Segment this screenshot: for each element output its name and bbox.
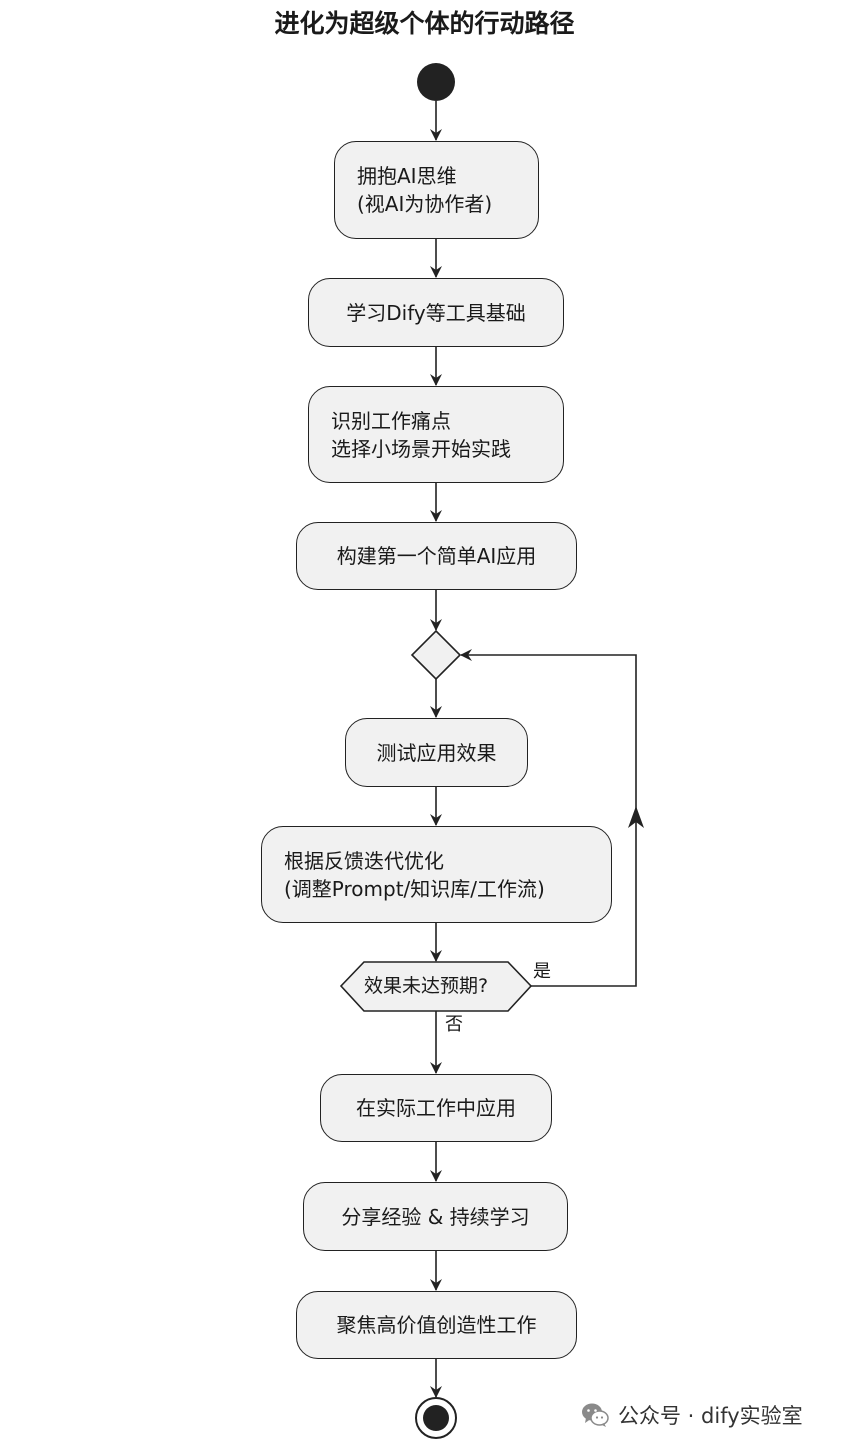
step-embrace-ai: 拥抱AI思维 (视AI为协作者) (334, 141, 539, 239)
step-build-first-app: 构建第一个简单AI应用 (296, 522, 577, 590)
step-share-and-learn: 分享经验 & 持续学习 (303, 1182, 568, 1251)
step-line: 分享经验 & 持续学习 (341, 1204, 530, 1229)
step-identify-pain-points: 识别工作痛点 选择小场景开始实践 (308, 386, 564, 483)
step-line: 选择小场景开始实践 (331, 436, 511, 461)
step-line: (调整Prompt/知识库/工作流) (284, 876, 545, 901)
step-test-app: 测试应用效果 (345, 718, 528, 787)
step-line: 聚焦高价值创造性工作 (336, 1313, 537, 1337)
step-iterate-optimize: 根据反馈迭代优化 (调整Prompt/知识库/工作流) (261, 826, 612, 923)
step-line: 拥抱AI思维 (357, 164, 457, 188)
watermark: 公众号 · dify实验室 (580, 1400, 803, 1430)
step-line: 识别工作痛点 (331, 408, 451, 433)
watermark-text: 公众号 · dify实验室 (618, 1404, 803, 1428)
loop-back-path (460, 649, 637, 987)
loop-up-arrowhead (628, 806, 644, 828)
step-learn-tools: 学习Dify等工具基础 (308, 278, 564, 347)
end-node-inner (423, 1405, 449, 1431)
wechat-icon (582, 1403, 609, 1427)
step-line: 构建第一个简单AI应用 (336, 544, 537, 568)
step-line: 在实际工作中应用 (356, 1096, 516, 1120)
diagram-title: 进化为超级个体的行动路径 (274, 9, 575, 38)
decision-no-label: 否 (445, 1014, 463, 1035)
step-line: 测试应用效果 (376, 740, 497, 765)
decision-hexagon (339, 961, 533, 1012)
step-focus-high-value: 聚焦高价值创造性工作 (296, 1291, 577, 1359)
step-apply-at-work: 在实际工作中应用 (320, 1074, 552, 1142)
start-node (417, 63, 455, 101)
step-line: 学习Dify等工具基础 (346, 300, 526, 325)
merge-diamond (410, 629, 462, 681)
decision-question: 效果未达预期? (364, 975, 489, 997)
step-line: 根据反馈迭代优化 (284, 848, 444, 873)
step-line: (视AI为协作者) (357, 192, 493, 216)
decision-yes-label: 是 (533, 961, 551, 982)
